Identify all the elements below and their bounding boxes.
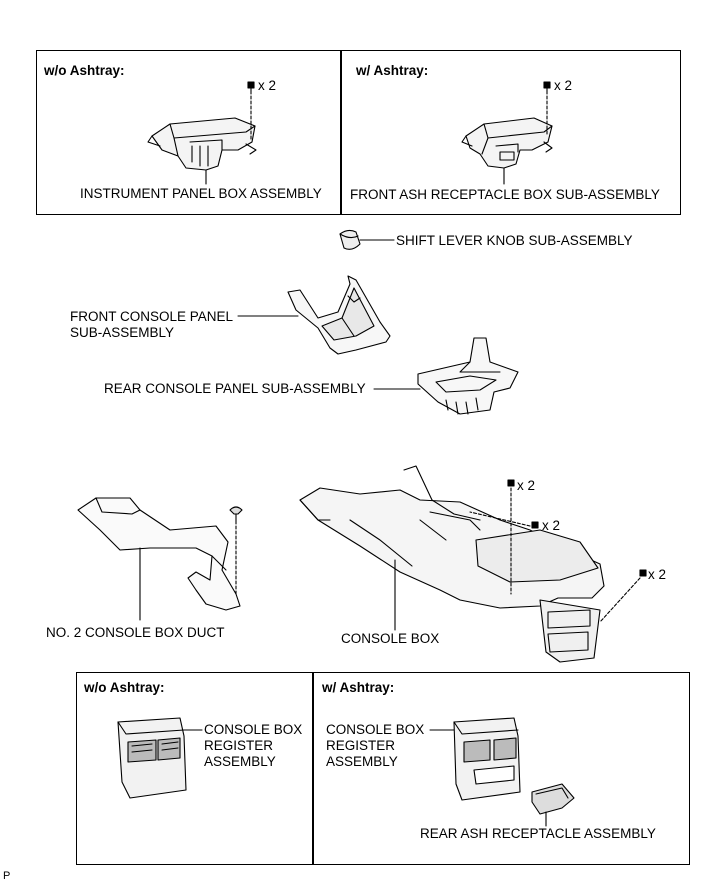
screw-quantity-a: x 2 [517, 478, 536, 493]
register-right-label-2: REGISTER [326, 738, 396, 753]
console-box-duct-label: NO. 2 CONSOLE BOX DUCT [46, 625, 225, 640]
top-right-quantity: x 2 [554, 78, 573, 93]
register-right-label-3: ASSEMBLY [326, 754, 398, 769]
console-box-drawing [299, 465, 605, 663]
register-left-label-2: REGISTER [204, 738, 274, 753]
shift-knob-drawing [339, 229, 395, 250]
top-left-quantity: x 2 [258, 78, 277, 93]
front-console-panel-drawing [237, 275, 391, 355]
shift-lever-knob-label: SHIFT LEVER KNOB SUB-ASSEMBLY [396, 233, 633, 248]
corner-mark: P [3, 870, 11, 882]
register-left-drawing [117, 717, 203, 799]
instrument-panel-box-label: INSTRUMENT PANEL BOX ASSEMBLY [80, 186, 322, 201]
top-variant-frame [36, 50, 681, 215]
duct-clip [229, 506, 243, 597]
register-left-label-3: ASSEMBLY [204, 754, 276, 769]
bottom-variant-frame [76, 672, 690, 865]
front-ash-receptacle-box-drawing [461, 117, 553, 169]
bottom-frame-divider [312, 672, 314, 865]
rear-console-panel-drawing [373, 337, 519, 415]
bottom-left-header: w/o Ashtray: [84, 680, 165, 695]
rear-console-panel-label: REAR CONSOLE PANEL SUB-ASSEMBLY [104, 381, 366, 396]
rear-ash-receptacle-label: REAR ASH RECEPTACLE ASSEMBLY [420, 826, 656, 841]
front-console-panel-label-2: SUB-ASSEMBLY [70, 325, 175, 340]
rear-ash-receptacle-drawing [531, 783, 575, 827]
top-right-header: w/ Ashtray: [356, 63, 429, 78]
top-frame-divider [340, 50, 342, 215]
front-console-panel-label-1: FRONT CONSOLE PANEL [70, 309, 234, 324]
console-screws [469, 479, 647, 623]
screws-left [247, 81, 255, 141]
register-right-drawing [429, 717, 521, 801]
register-left-label-1: CONSOLE BOX [204, 722, 303, 737]
screw-quantity-c: x 2 [648, 567, 667, 582]
screw-quantity-b: x 2 [542, 518, 561, 533]
instrument-panel-box-drawing [147, 117, 257, 171]
screws-right [543, 81, 551, 137]
bottom-right-header: w/ Ashtray: [322, 680, 395, 695]
top-left-header: w/o Ashtray: [44, 63, 125, 78]
register-right-label-1: CONSOLE BOX [326, 722, 425, 737]
front-ash-receptacle-label: FRONT ASH RECEPTACLE BOX SUB-ASSEMBLY [350, 187, 660, 202]
console-box-duct-drawing [77, 497, 241, 621]
console-box-label: CONSOLE BOX [341, 631, 440, 646]
